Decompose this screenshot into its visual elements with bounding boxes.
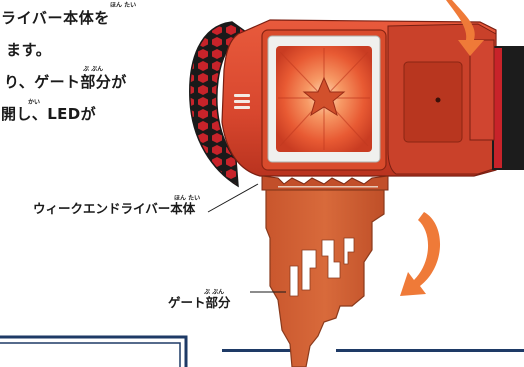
end-cap-red bbox=[494, 48, 502, 168]
instruction-line-1: ライバー本体を bbox=[1, 9, 110, 27]
instruction-line-4: 開し、LEDが bbox=[1, 105, 97, 123]
gate-cutout-left bbox=[301, 249, 317, 291]
callout-driver-body: ウィークエンドライバー本体 bbox=[33, 201, 196, 216]
curved-arrow-down-icon bbox=[446, 0, 484, 56]
navy-rule-right bbox=[336, 349, 524, 352]
gate-cutout-mid bbox=[321, 239, 341, 279]
curved-arrow-side bbox=[400, 212, 441, 296]
ruby-gate-part: ぶ ぶん bbox=[204, 289, 225, 296]
gate-hinge bbox=[261, 175, 389, 191]
frame-box-inner bbox=[0, 342, 181, 367]
ruby-line4: かい bbox=[28, 99, 41, 106]
side-slot bbox=[403, 61, 463, 143]
end-cap-inner bbox=[469, 39, 495, 141]
gate-cutout-right bbox=[343, 237, 355, 265]
hex-wing bbox=[189, 21, 248, 188]
callout-gate-part: ゲート部分 bbox=[168, 295, 231, 310]
emblem-star bbox=[302, 76, 346, 117]
ruby-line3: ぶ ぶん bbox=[83, 66, 104, 73]
frame-box-outer bbox=[0, 335, 188, 367]
ruby-driver-body: ほん たい bbox=[174, 195, 201, 202]
instruction-line-3: り、ゲート部分が bbox=[4, 73, 127, 91]
ruby-line1: ほん たい bbox=[110, 2, 137, 9]
triple-line-icon bbox=[234, 94, 250, 109]
leader-driver-body bbox=[207, 183, 259, 213]
side-hole bbox=[435, 97, 441, 103]
navy-rule-middle bbox=[222, 349, 294, 352]
gate-hinge-line bbox=[278, 186, 378, 188]
gate-cutout-bottom bbox=[289, 265, 299, 297]
gate-panel bbox=[265, 189, 385, 367]
instruction-line-2: ます。 bbox=[6, 41, 52, 59]
